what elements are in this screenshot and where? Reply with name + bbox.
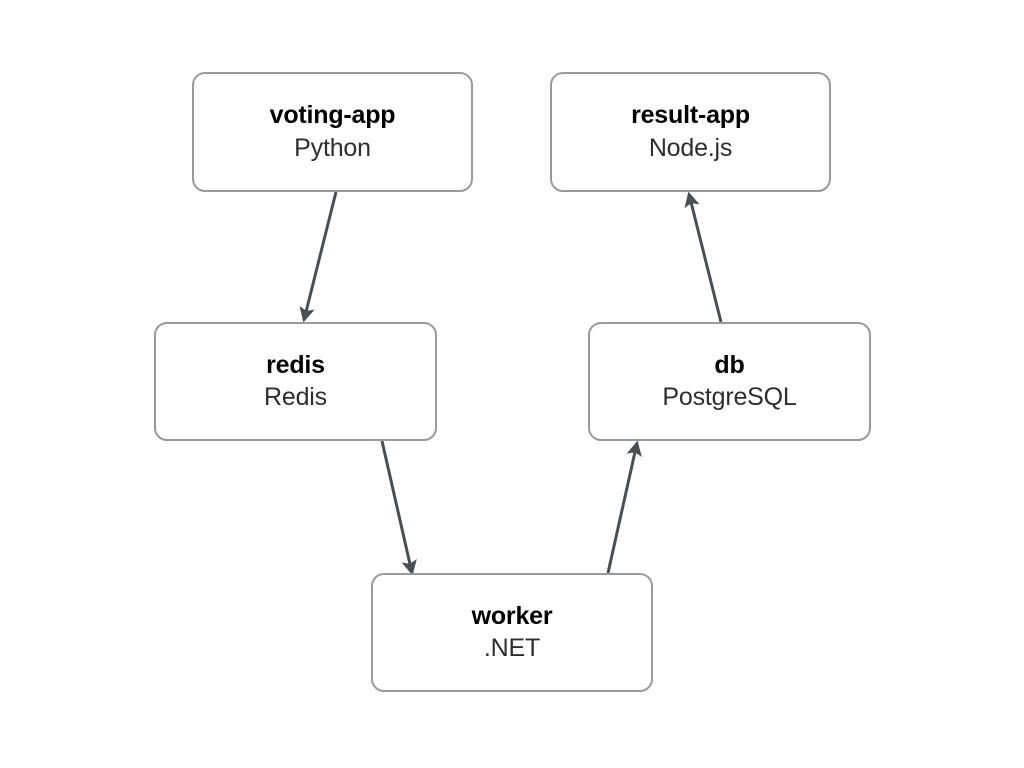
node-title: result-app — [631, 101, 750, 130]
node-title: worker — [471, 601, 553, 630]
node-subtitle: .NET — [483, 634, 541, 663]
node-title: db — [714, 350, 745, 379]
node-title: redis — [266, 350, 325, 379]
node-subtitle: Redis — [264, 383, 327, 412]
node-subtitle: Python — [294, 133, 371, 162]
node-subtitle: Node.js — [648, 133, 733, 162]
edge-redis-to-worker — [380, 440, 417, 576]
node-subtitle: PostgreSQL — [662, 383, 797, 412]
node-worker[interactable]: worker .NET — [371, 573, 653, 692]
edge-db-to-result-app — [684, 191, 723, 323]
edge-voting-app-to-redis — [299, 191, 338, 323]
node-title: voting-app — [269, 101, 396, 130]
edge-worker-to-db — [606, 440, 642, 574]
